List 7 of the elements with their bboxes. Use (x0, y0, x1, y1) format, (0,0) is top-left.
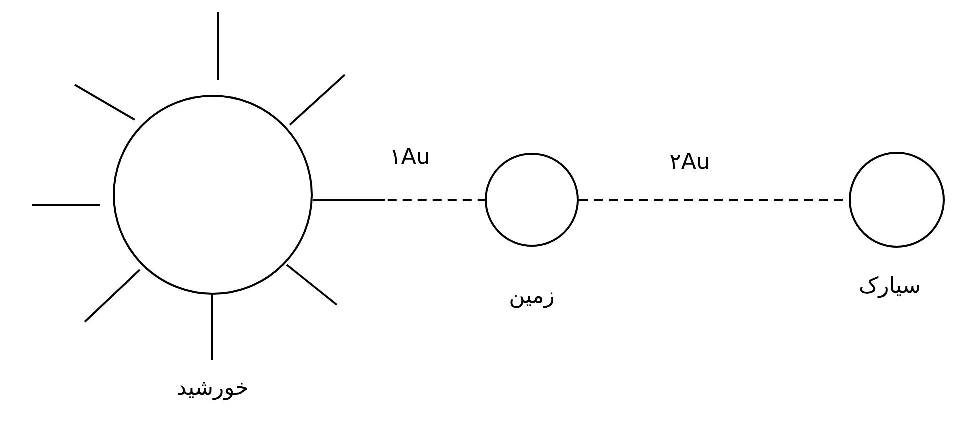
node-label: سیارک (858, 274, 922, 300)
sun-circle (113, 95, 313, 295)
node-label: خورشید (176, 376, 250, 402)
node-label: زمین (509, 284, 555, 310)
dashed-line (312, 199, 485, 201)
circle (849, 152, 945, 248)
circle (485, 153, 579, 247)
